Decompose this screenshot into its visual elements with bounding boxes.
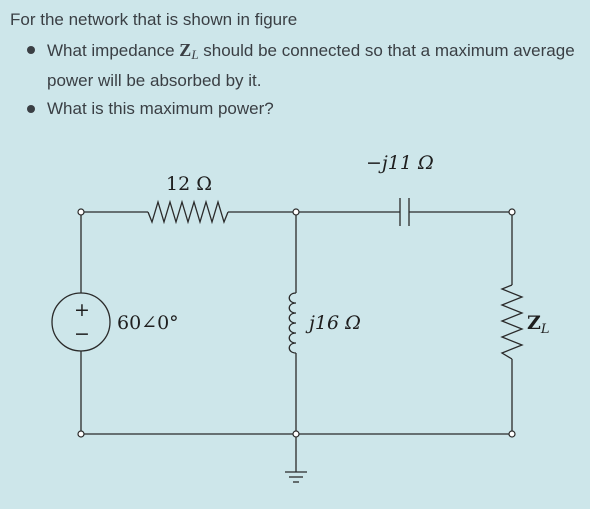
source-label: 60∠0° — [117, 312, 179, 334]
source-minus-sign: − — [74, 323, 90, 345]
node-top-right — [508, 208, 516, 216]
resistor-12-ohm-symbol — [147, 199, 229, 225]
bullet-impedance: What impedance ZL should be connected so… — [10, 37, 585, 94]
bullet2-text: What is this maximum power? — [47, 99, 274, 118]
question-intro: For the network that is shown in figure — [10, 10, 298, 29]
bullet-dot-icon — [27, 46, 35, 54]
inductor-label: j16 Ω — [305, 312, 361, 334]
bullet-max-power: What is this maximum power? — [10, 96, 585, 122]
load-label: ZL — [527, 312, 550, 337]
node-bottom-right — [508, 430, 516, 438]
load-label-z: Z — [527, 312, 541, 334]
node-top-left — [77, 208, 85, 216]
node-bottom-mid — [292, 430, 300, 438]
load-zl-symbol — [500, 284, 524, 360]
question-text: For the network that is shown in figure … — [10, 8, 585, 124]
question-bullets: What impedance ZL should be connected so… — [10, 37, 585, 122]
capacitor-label: −j11 Ω — [366, 152, 434, 174]
source-plus-sign: + — [74, 299, 90, 321]
bullet-dot-icon — [27, 105, 35, 113]
load-label-subscript: L — [540, 322, 550, 337]
bullet1-text-after: should be connected so that a maximum av… — [47, 41, 575, 90]
impedance-symbol: Z — [179, 40, 192, 60]
resistor-label: 12 Ω — [166, 173, 212, 195]
node-top-mid — [292, 208, 300, 216]
node-bottom-left — [77, 430, 85, 438]
inductor-j16-ohm-symbol — [288, 292, 297, 354]
bullet1-text-before: What impedance — [47, 41, 180, 60]
impedance-subscript: L — [191, 47, 199, 62]
